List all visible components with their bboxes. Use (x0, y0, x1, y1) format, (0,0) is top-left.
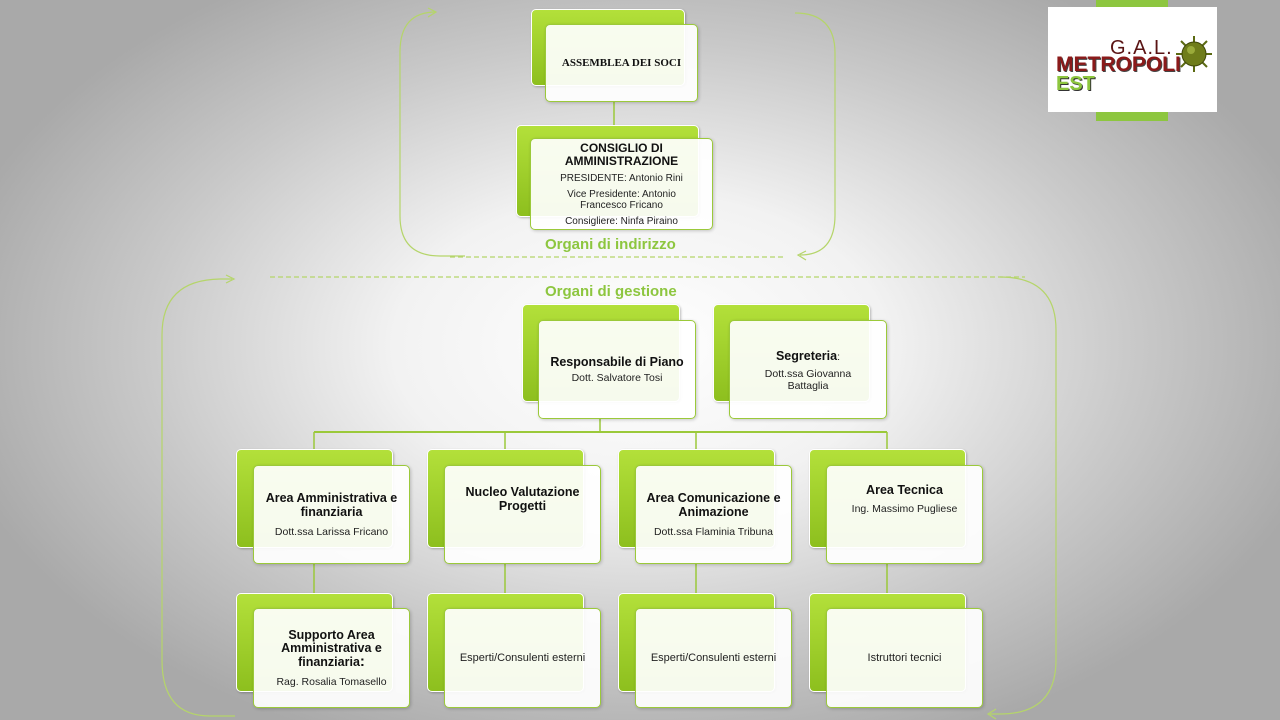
area-comunicazione-title: Area Comunicazione e Animazione (646, 491, 781, 519)
supporto-name: Rag. Rosalia Tomasello (276, 675, 387, 688)
label-organi-indirizzo: Organi di indirizzo (545, 236, 676, 253)
esperti-1-label: Esperti/Consulenti esterni (459, 652, 586, 664)
area-tecnica-name: Ing. Massimo Pugliese (851, 503, 958, 515)
istruttori-label: Istruttori tecnici (867, 652, 942, 664)
nucleo-valutazione-title: Nucleo Valutazione Progetti (465, 485, 580, 513)
area-amministrativa-name: Dott.ssa Larissa Fricano (274, 526, 389, 538)
responsabile-title: Responsabile di Piano (550, 355, 684, 369)
consiglio-consigliere: Consigliere: Ninfa Piraino (565, 215, 678, 227)
logo-gal-text: G.A.L. (1110, 37, 1173, 59)
supporto-title: Supporto Area Amministrativa e finanziar… (281, 627, 382, 669)
segreteria-name: Dott.ssa Giovanna Battaglia (764, 368, 852, 392)
consiglio-vice: Vice Presidente: Antonio Francesco Frica… (567, 188, 676, 211)
area-amministrativa-title: Area Amministrativa e finanziaria (265, 491, 398, 519)
segreteria-colon: : (837, 351, 841, 363)
supporto-colon: : (359, 652, 365, 670)
label-organi-gestione: Organi di gestione (545, 283, 677, 300)
responsabile-name: Dott. Salvatore Tosi (571, 372, 663, 384)
assemblea-title: ASSEMBLEA DEI SOCI (561, 57, 682, 69)
segreteria-title: Segreteria (775, 349, 838, 363)
logo-est-text: EST (1056, 73, 1095, 95)
gal-logo: G.A.L. METROPOLI EST (1048, 7, 1217, 112)
logo-metropoli-text: METROPOLI (1056, 53, 1181, 76)
consiglio-title: CONSIGLIO DI AMMINISTRAZIONE (564, 140, 679, 168)
virus-ball-icon (1176, 36, 1212, 72)
esperti-2-label: Esperti/Consulenti esterni (650, 652, 777, 664)
area-tecnica-title: Area Tecnica (866, 483, 943, 497)
area-comunicazione-name: Dott.ssa Flaminia Tribuna (653, 526, 774, 538)
consiglio-presidente: PRESIDENTE: Antonio Rini (560, 172, 683, 184)
